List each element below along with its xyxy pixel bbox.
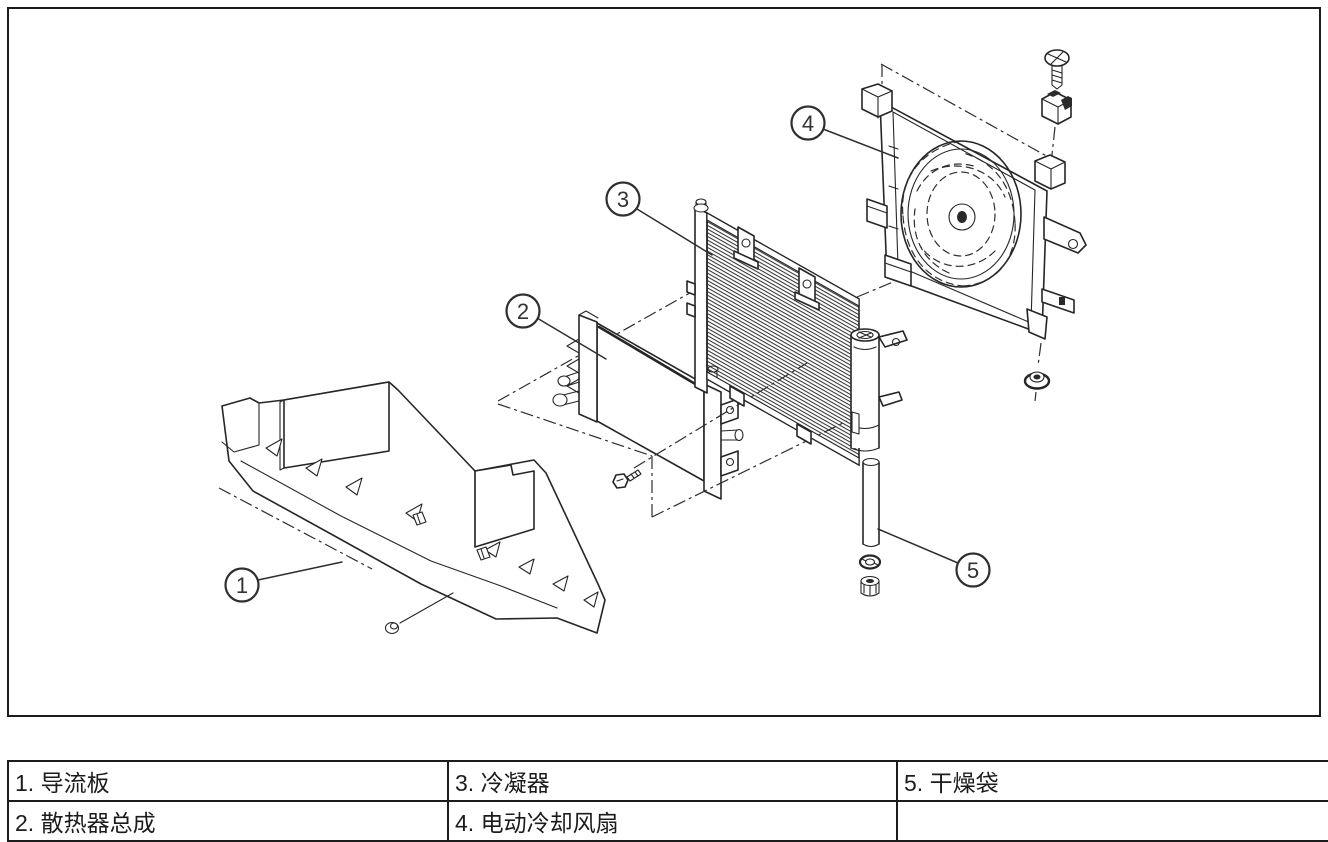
retaining-clip [1041, 90, 1072, 125]
callout-3-number: 3 [617, 187, 629, 212]
callout-3: 3 [605, 181, 641, 217]
receiver-drier-drawing [850, 328, 908, 452]
legend-cell-part-1: 1. 导流板 [7, 760, 449, 802]
legend-cell-part-5: 5. 干燥袋 [896, 760, 1328, 802]
legend-cell-part-3: 3. 冷凝器 [447, 760, 898, 802]
desiccant-bag-drawing [862, 457, 880, 548]
parts-legend-table: 1. 导流板 3. 冷凝器 5. 干燥袋 2. 散热器总成 4. 电动冷却风扇 [7, 760, 1328, 842]
drain-plug [860, 575, 880, 597]
callout-5: 5 [955, 552, 991, 588]
legend-row: 2. 散热器总成 4. 电动冷却风扇 [7, 800, 1328, 842]
callout-1: 1 [224, 567, 260, 603]
rubber-grommet [1023, 371, 1051, 390]
hex-bolt [612, 469, 642, 489]
deflector-drawing [221, 381, 606, 635]
callout-2-number: 2 [517, 299, 529, 324]
axis-to-fan [856, 281, 894, 298]
legend-cell-empty [896, 800, 1328, 842]
exploded-diagram-frame: 1 2 3 4 5 [7, 7, 1321, 717]
callout-4: 4 [790, 105, 826, 141]
cooling-fan-drawing [861, 83, 1087, 340]
callout-5-number: 5 [967, 558, 979, 583]
callout-leaders [257, 128, 959, 581]
legend-cell-part-2: 2. 散热器总成 [7, 800, 449, 842]
callout-4-number: 4 [802, 111, 814, 136]
condenser-drawing [686, 198, 860, 467]
exploded-diagram: 1 2 3 4 5 [218, 49, 1087, 635]
mounting-screw [1044, 49, 1070, 90]
legend-cell-part-4: 4. 电动冷却风扇 [447, 800, 898, 842]
legend-row: 1. 导流板 3. 冷凝器 5. 干燥袋 [7, 760, 1328, 802]
callout-2: 2 [505, 293, 541, 329]
axis-to-drier [651, 420, 848, 518]
sealing-washer [858, 554, 882, 570]
callout-1-number: 1 [236, 573, 248, 598]
